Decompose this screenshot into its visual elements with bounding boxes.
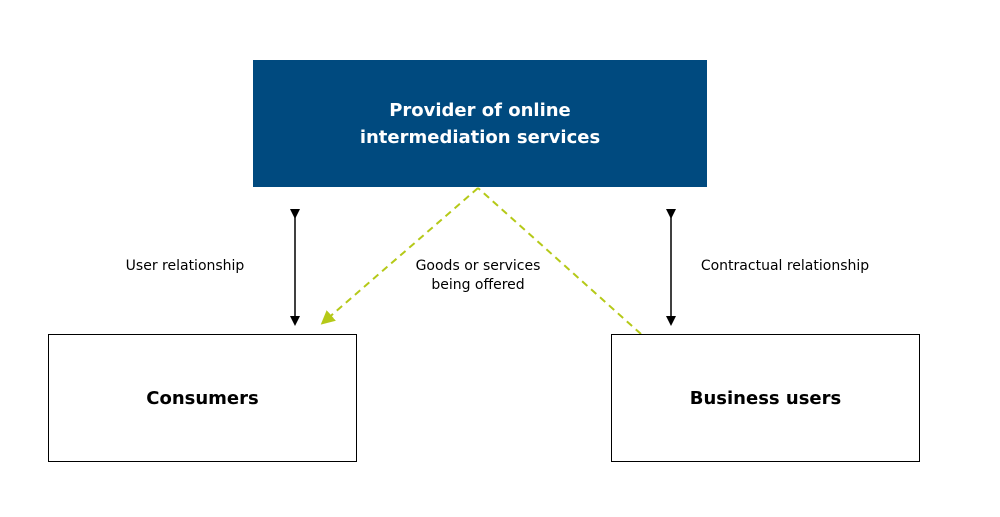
provider-title-line1: Provider of online: [389, 99, 571, 121]
consumers-label: Consumers: [146, 387, 259, 409]
business-users-label: Business users: [689, 387, 842, 409]
goods-services-line1: Goods or services: [415, 258, 541, 274]
goods-flow-line-right: [477, 187, 642, 335]
goods-flow-arrow-left: [320, 187, 479, 325]
goods-services-label: Goods or services being offered: [393, 257, 563, 295]
provider-box: Provider of online intermediation servic…: [253, 60, 707, 187]
user-relationship-label: User relationship: [125, 258, 245, 274]
contractual-relationship-label: Contractual relationship: [700, 258, 870, 274]
provider-title-line2: intermediation services: [359, 126, 601, 148]
business-users-box: Business users: [611, 334, 920, 462]
consumers-box: Consumers: [48, 334, 357, 462]
goods-services-line2: being offered: [431, 277, 525, 293]
